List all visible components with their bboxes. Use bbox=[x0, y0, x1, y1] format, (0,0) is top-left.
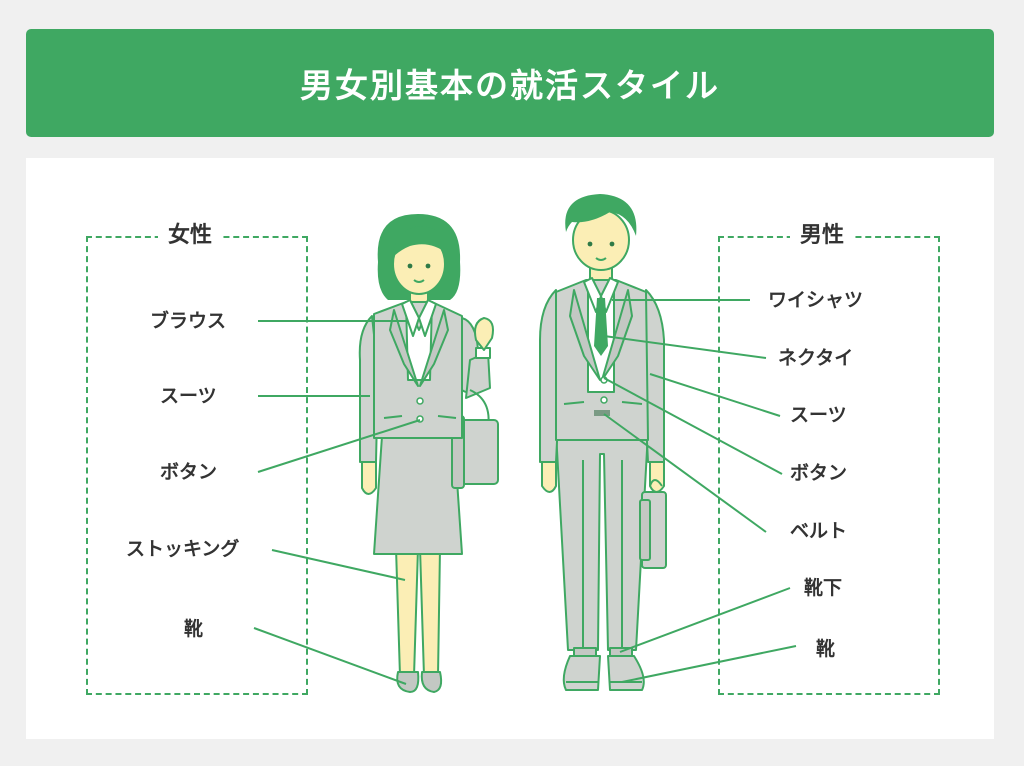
male-figure bbox=[539, 194, 667, 691]
male-label-socks: 靴下 bbox=[804, 577, 843, 599]
female-label-shoes: 靴 bbox=[184, 618, 204, 640]
male-label-dress-shirt: ワイシャツ bbox=[768, 289, 864, 311]
female-leader-lines bbox=[253, 320, 421, 685]
male-label-box: 男性 bbox=[718, 221, 940, 695]
female-figure bbox=[358, 214, 499, 693]
content-panel bbox=[26, 158, 994, 739]
male-leader-lines bbox=[603, 299, 797, 683]
page-title: 男女別基本の就活スタイル bbox=[300, 66, 720, 105]
male-title: 男性 bbox=[790, 221, 855, 251]
male-label-suit: スーツ bbox=[790, 404, 847, 426]
female-label-blouse: ブラウス bbox=[150, 310, 227, 332]
female-label-box: 女性 bbox=[86, 221, 308, 695]
female-title: 女性 bbox=[158, 221, 223, 251]
male-label-button: ボタン bbox=[790, 462, 848, 484]
male-label-necktie: ネクタイ bbox=[778, 347, 854, 369]
header-banner: 男女別基本の就活スタイル bbox=[26, 29, 994, 137]
female-label-stockings: ストッキング bbox=[126, 538, 240, 560]
female-label-button: ボタン bbox=[160, 461, 218, 483]
male-label-belt: ベルト bbox=[790, 520, 848, 542]
male-label-shoes: 靴 bbox=[816, 638, 836, 660]
female-label-suit: スーツ bbox=[160, 385, 217, 407]
